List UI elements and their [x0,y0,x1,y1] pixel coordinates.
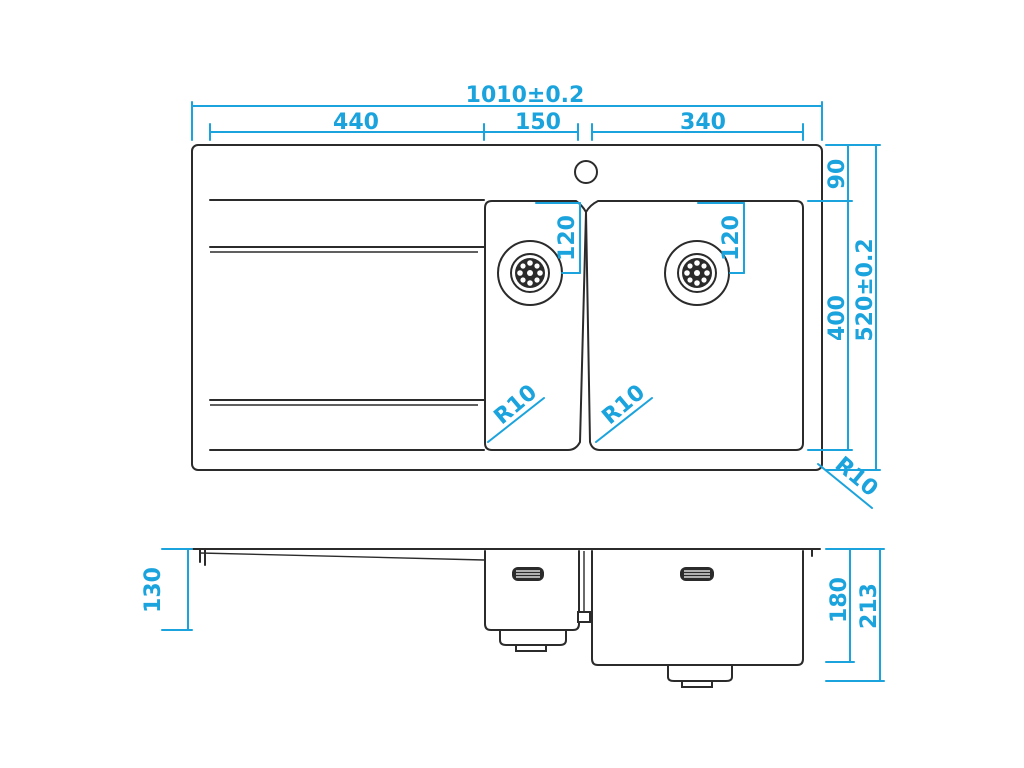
dim-top-margin: 90 [825,159,850,190]
dim-waste-offset-right: 120 [719,215,744,261]
large-bowl-side [591,550,804,666]
dim-waste-offset-left: 120 [555,215,580,261]
side-view [192,548,821,688]
dim-total-height: 213 [857,583,882,629]
waste-small [497,240,563,306]
dim-overall-width: 1010±0.2 [466,83,585,108]
small-bowl [484,200,587,451]
small-bowl-outlet [499,629,567,646]
dim-bowl-depth-front: 400 [825,295,850,341]
small-bowl-side [484,550,580,631]
plan-dimensions: 1010±0.2 440 150 340 90 400 520±0.2 120 … [191,83,882,509]
dim-right-width: 340 [680,110,726,135]
dim-large-bowl-height: 180 [827,577,852,623]
sink-outline [191,144,823,471]
dim-small-bowl-height: 130 [141,567,166,613]
dim-middle-width: 150 [515,110,561,135]
dim-drainer-width: 440 [333,110,379,135]
large-bowl-outlet [667,664,733,682]
dim-radius-right: R10 [598,380,651,430]
tap-hole [574,160,598,184]
elevation-dimensions: 130 180 213 [141,548,885,682]
dim-overall-depth: 520±0.2 [853,238,878,341]
dim-radius-left: R10 [490,380,543,430]
large-bowl [585,200,804,451]
